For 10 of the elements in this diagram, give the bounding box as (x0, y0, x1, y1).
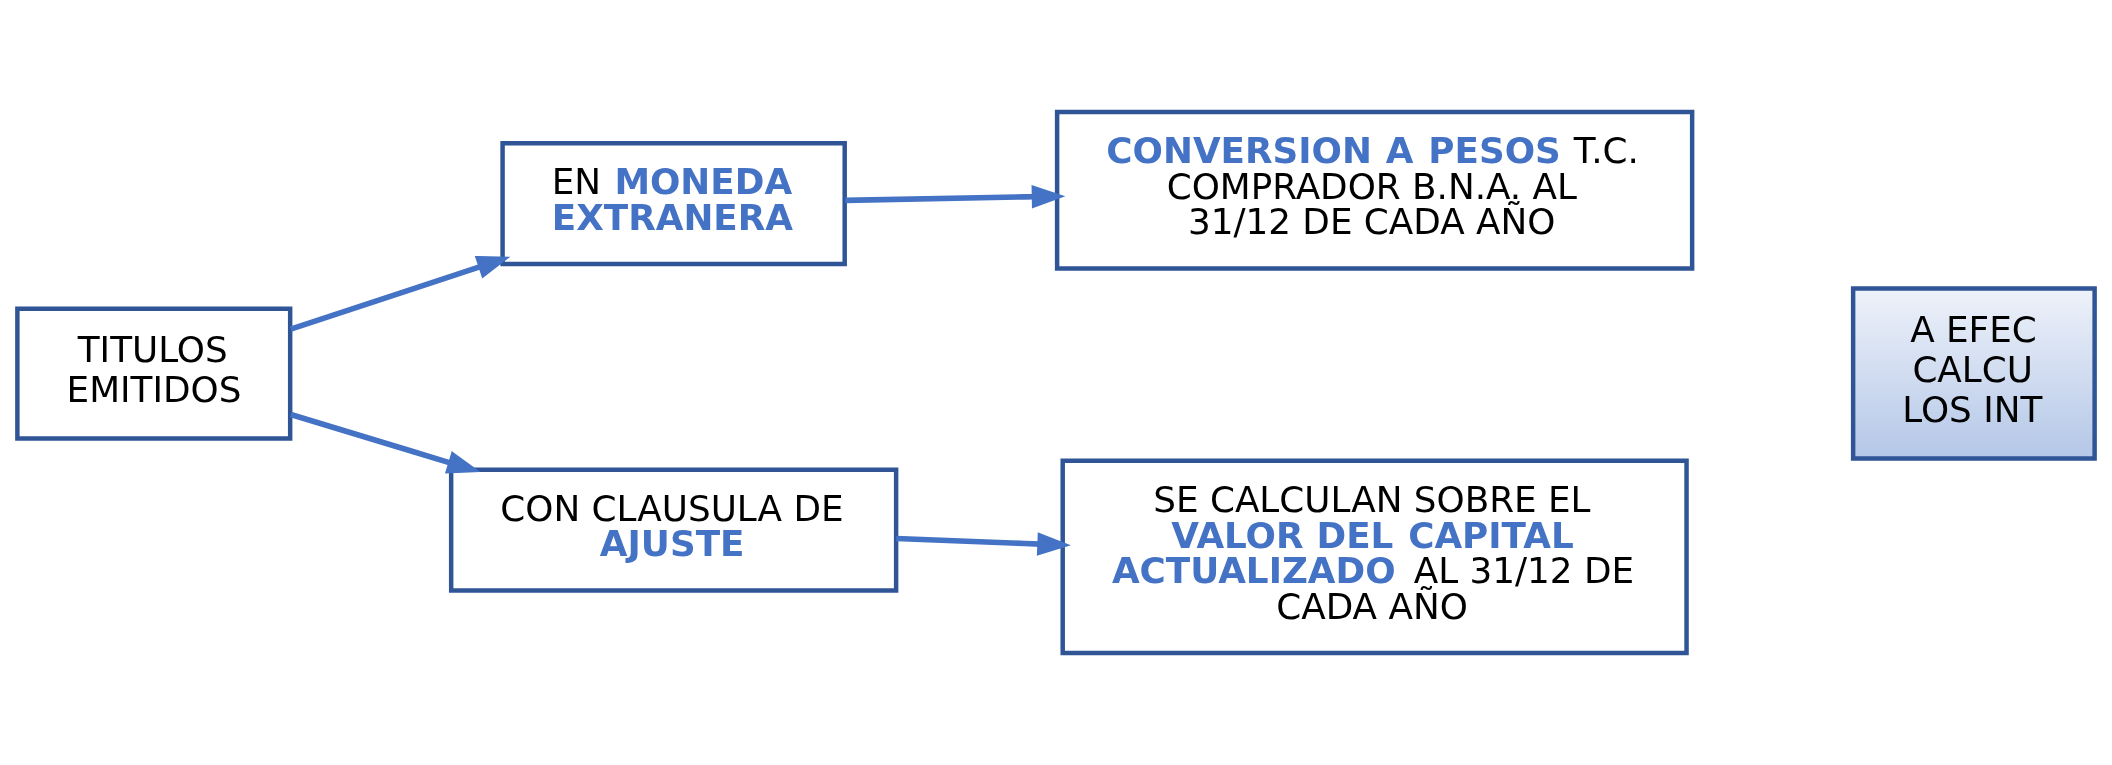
arrow (289, 411, 481, 474)
node-box: SE CALCULAN SOBRE EL VALOR DEL CAPITAL ACTUALIZADO AL 31/12 DE CADA AÑO (1060, 458, 1689, 656)
node-box: TITULOS EMITIDOS (15, 306, 293, 441)
arrow (845, 185, 1066, 209)
arrow (896, 532, 1071, 556)
node-box: A EFEC CALCU LOS INT (1850, 286, 2097, 461)
node-box: EN MONEDA EXTRANERA (500, 141, 847, 267)
node-box: CONVERSION A PESOS T.C. COMPRADOR B.N.A. AL 31/12 DE CADA AÑO (1054, 109, 1695, 271)
node-box: CON CLAUSULA DE AJUSTE (448, 467, 899, 593)
arrow (289, 256, 511, 332)
